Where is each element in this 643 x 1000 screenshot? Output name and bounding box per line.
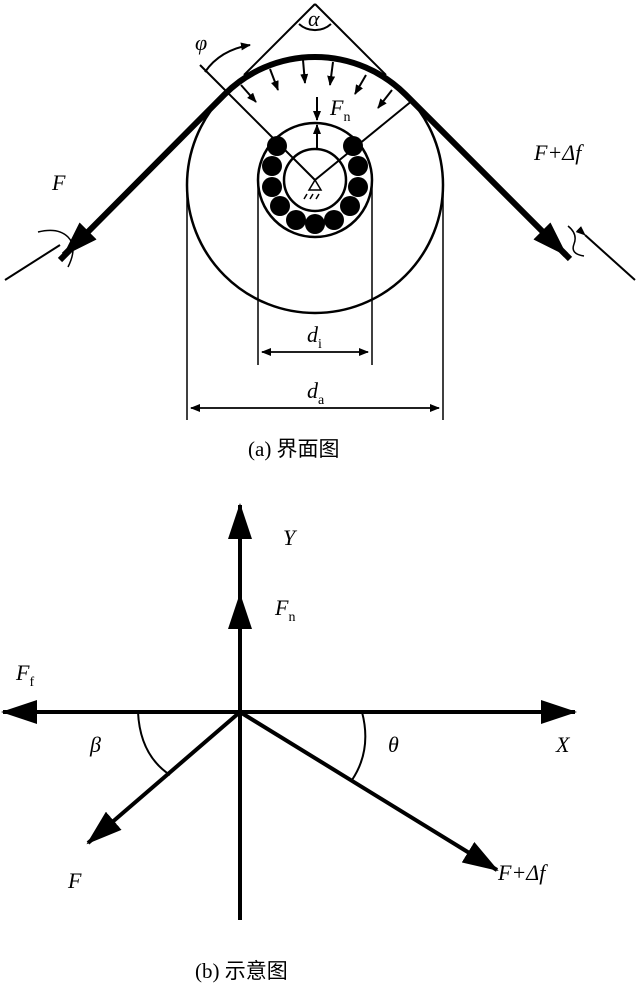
belt	[57, 54, 573, 263]
panel-a-labels: φ α Fn F F+Δf di da (a) 界面图	[51, 6, 584, 461]
panel-a-interface-diagram	[4, 3, 636, 420]
belt-tail-left	[4, 244, 61, 281]
f-vector	[86, 710, 242, 845]
normal-pressure-arrows	[240, 59, 393, 148]
label-f-plus-delta: F+Δf	[533, 140, 584, 165]
alpha-left-line	[243, 3, 316, 76]
caption-a: (a) 界面图	[248, 437, 340, 461]
label-theta: θ	[388, 732, 399, 757]
label-y: Y	[283, 525, 298, 550]
label-alpha: α	[308, 6, 320, 31]
fixed-support-icon	[303, 178, 323, 200]
label-f-b: F	[67, 868, 82, 893]
label-di: di	[307, 322, 322, 352]
label-x: X	[555, 732, 571, 757]
bearing-inner-ring	[282, 147, 348, 213]
label-da: da	[307, 378, 325, 408]
beta-arc	[137, 711, 171, 776]
theta-arc	[351, 711, 367, 781]
caption-b: (b) 示意图	[195, 959, 288, 983]
label-f: F	[51, 170, 66, 195]
alpha-arc	[298, 23, 332, 32]
bearing-rollers	[262, 136, 368, 234]
radial-line-right	[314, 99, 414, 181]
panel-b-schematic	[1, 503, 577, 920]
alpha-right-line	[314, 3, 387, 76]
phi-arrow	[204, 42, 251, 73]
label-phi: φ	[195, 30, 207, 55]
radial-line-left	[199, 64, 316, 181]
panel-b-labels: Y Fn Ff X β θ F F+Δf (b) 示意图	[15, 525, 571, 983]
label-f-plus-b: F+Δf	[497, 860, 548, 885]
dimension-lines	[186, 180, 444, 420]
label-ff: Ff	[15, 660, 34, 690]
label-fn: Fn	[329, 95, 350, 125]
belt-tail-right	[575, 226, 636, 281]
f-plus-vector	[238, 710, 499, 872]
label-fn-b: Fn	[274, 595, 295, 625]
label-beta: β	[89, 732, 101, 757]
